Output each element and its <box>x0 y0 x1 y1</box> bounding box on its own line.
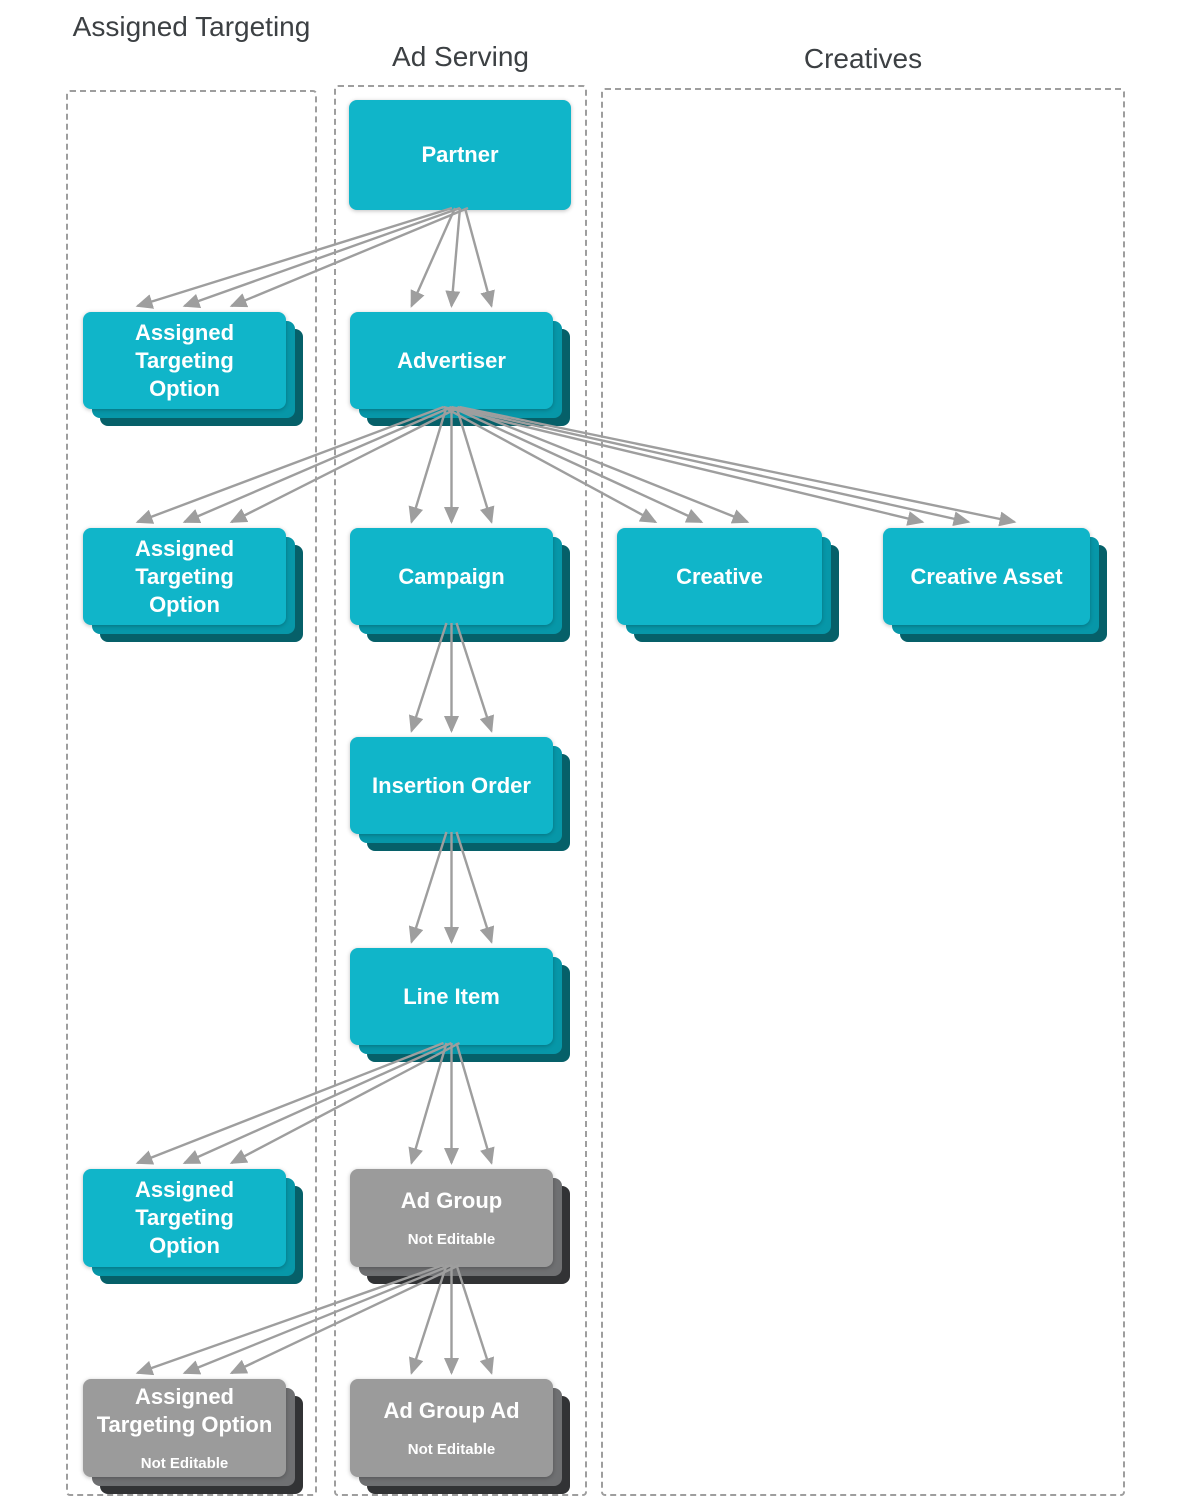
node-assigned-targeting-option-4: Assigned Targeting Option Not Editable <box>83 1379 303 1494</box>
node-creative-asset-label: Creative Asset <box>910 563 1063 589</box>
node-ad-group-ad-face: Ad Group Ad Not Editable <box>350 1379 553 1477</box>
node-insertion-order-face: Insertion Order <box>350 737 553 834</box>
node-advertiser-label: Advertiser <box>397 347 506 373</box>
node-campaign-label: Campaign <box>398 563 505 589</box>
node-insertion-order-label: Insertion Order <box>372 772 531 798</box>
node-ad-group-ad-label: Ad Group Ad <box>383 1398 520 1423</box>
node-partner-face: Partner <box>349 100 571 210</box>
node-creative-face: Creative <box>617 528 822 625</box>
node-advertiser-face: Advertiser <box>350 312 553 409</box>
node-line-item-label: Line Item <box>403 983 500 1009</box>
node-assigned-targeting-option-2-label: Assigned Targeting Option <box>134 535 235 617</box>
node-assigned-targeting-option-4-face: Assigned Targeting Option Not Editable <box>83 1379 286 1477</box>
node-line-item-face: Line Item <box>350 948 553 1045</box>
column-ad-serving <box>334 85 587 1496</box>
node-assigned-targeting-option-3: Assigned Targeting Option <box>83 1169 303 1284</box>
column-title-ad-serving: Ad Serving <box>392 41 529 72</box>
node-line-item: Line Item <box>350 948 570 1062</box>
column-title-assigned-targeting: Assigned Targeting <box>72 11 311 42</box>
node-assigned-targeting-option-2: Assigned Targeting Option <box>83 528 303 642</box>
column-assigned-targeting <box>66 90 317 1496</box>
node-assigned-targeting-option-3-face: Assigned Targeting Option <box>83 1169 286 1267</box>
node-assigned-targeting-option-2-face: Assigned Targeting Option <box>83 528 286 625</box>
node-ad-group-sublabel: Not Editable <box>407 1231 496 1248</box>
node-ad-group: Ad Group Not Editable <box>350 1169 570 1284</box>
node-ad-group-face: Ad Group Not Editable <box>350 1169 553 1267</box>
node-assigned-targeting-option-4-sublabel: Not Editable <box>140 1455 229 1472</box>
node-assigned-targeting-option-3-label: Assigned Targeting Option <box>134 1177 235 1258</box>
node-insertion-order: Insertion Order <box>350 737 570 851</box>
node-assigned-targeting-option-1-face: Assigned Targeting Option <box>83 312 286 409</box>
column-creatives <box>601 88 1125 1496</box>
node-ad-group-ad: Ad Group Ad Not Editable <box>350 1379 570 1494</box>
node-ad-group-label: Ad Group <box>400 1188 503 1213</box>
node-creative-label: Creative <box>676 563 763 589</box>
node-creative: Creative <box>617 528 839 642</box>
node-ad-group-ad-sublabel: Not Editable <box>407 1441 496 1458</box>
node-campaign: Campaign <box>350 528 570 642</box>
node-partner: Partner <box>349 100 571 210</box>
node-assigned-targeting-option-1: Assigned Targeting Option <box>83 312 303 426</box>
node-creative-asset: Creative Asset <box>883 528 1107 642</box>
column-title-creatives: Creatives <box>803 43 923 74</box>
node-advertiser: Advertiser <box>350 312 570 426</box>
node-partner-label: Partner <box>421 142 499 167</box>
node-assigned-targeting-option-1-label: Assigned Targeting Option <box>134 319 235 401</box>
node-assigned-targeting-option-4-label: Assigned Targeting Option <box>96 1384 273 1437</box>
node-creative-asset-face: Creative Asset <box>883 528 1090 625</box>
node-campaign-face: Campaign <box>350 528 553 625</box>
